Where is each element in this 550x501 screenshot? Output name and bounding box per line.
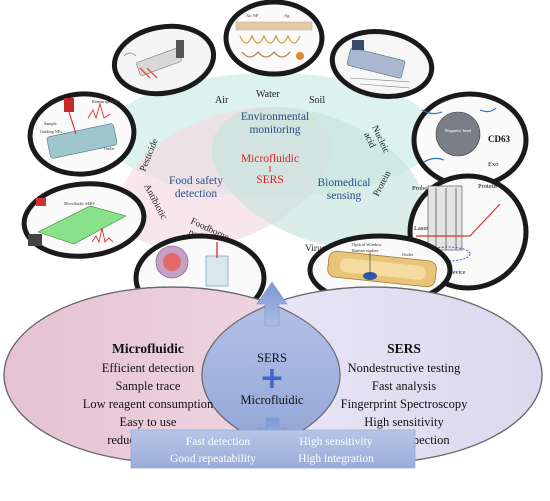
svg-text:Au NP: Au NP	[246, 13, 259, 18]
env-title-line2: monitoring	[249, 124, 300, 136]
thumb-nucleic: Magnetic bead CD63 Exo	[411, 91, 529, 189]
result-box: Fast detection High sensitivity Good rep…	[130, 429, 416, 469]
sers-item-3: Fingerprint Spectroscopy	[341, 397, 468, 411]
thumb-air	[111, 23, 217, 97]
comparison-section: Microfluidic Efficient detection Sample …	[3, 281, 543, 464]
result-good-repeatability: Good repeatability	[170, 453, 256, 465]
up-arrow	[256, 281, 288, 327]
thumb-text-optical-window: Optical Window	[352, 242, 382, 247]
thumb-text-protein: Protein	[478, 183, 498, 190]
thumb-text-guiding-nps: Guiding NPs	[40, 129, 62, 134]
thumb-pesticide: Raman spectrum Sample Guiding NPs Outlet	[27, 91, 137, 177]
thumb-antibiotic: Microfluidic SERS	[21, 181, 147, 259]
sers-item-1: Nondestructive testing	[348, 361, 462, 375]
item-air: Air	[215, 95, 229, 106]
bio-title-line2: sensing	[327, 190, 362, 202]
microfluidic-title: Microfluidic	[112, 341, 184, 356]
overlap-lens	[202, 287, 340, 463]
thumb-text-exo: Exo	[488, 161, 498, 168]
plus-icon: +	[259, 361, 284, 396]
sers-item-4: High sensitivity	[364, 415, 444, 429]
thumb-text-raman-studies: Raman studies	[352, 248, 379, 253]
bio-title-line1: Biomedical	[317, 177, 370, 189]
food-title-line2: detection	[175, 188, 217, 200]
microfluidic-item-1: Efficient detection	[102, 361, 195, 375]
microfluidic-item-4: Easy to use	[120, 415, 177, 429]
svg-text:Microfluidic SERS: Microfluidic SERS	[64, 201, 95, 206]
thumb-text-raman-spectrum: Raman spectrum	[92, 99, 121, 104]
lens-label-sers: SERS	[257, 351, 287, 365]
thumb-water: Au NP Ag	[223, 0, 325, 77]
lens-label-microfluidic: Microfluidic	[240, 393, 304, 407]
result-fast-detection: Fast detection	[186, 436, 250, 448]
thumb-text-cd63: CD63	[488, 134, 510, 144]
svg-text:Ag: Ag	[284, 13, 290, 18]
result-high-sensitivity: High sensitivity	[299, 436, 372, 448]
thumb-virus: Optical Window Raman studies Outlet	[307, 233, 453, 307]
thumb-text-laser: Laser	[414, 225, 429, 232]
item-water: Water	[256, 89, 280, 100]
thumb-text-probe: Probe	[412, 185, 427, 192]
result-high-integration: High integration	[298, 453, 374, 465]
thumb-text-outlet-1: Outlet	[104, 146, 115, 151]
thumb-soil	[329, 29, 435, 99]
thumb-text-outlet-2: Outlet	[402, 252, 414, 257]
item-virus: Virus	[305, 244, 326, 254]
microfluidic-item-3: Low reagent consumption	[83, 397, 214, 411]
thumb-text-magnetic-bead: Magnetic bead	[445, 128, 472, 133]
thumb-text-sample: Sample	[44, 121, 57, 126]
center-label-microfluidic: Microfluidic	[241, 153, 299, 165]
item-soil: Soil	[309, 95, 325, 106]
sers-item-2: Fast analysis	[372, 379, 436, 393]
food-title-line1: Food safety	[169, 175, 223, 187]
center-label-sers: SERS	[256, 174, 284, 186]
env-title-line1: Environmental	[241, 111, 309, 123]
sers-title: SERS	[387, 341, 421, 356]
microfluidic-item-2: Sample trace	[116, 379, 181, 393]
biomedical-ellipse	[211, 106, 425, 250]
